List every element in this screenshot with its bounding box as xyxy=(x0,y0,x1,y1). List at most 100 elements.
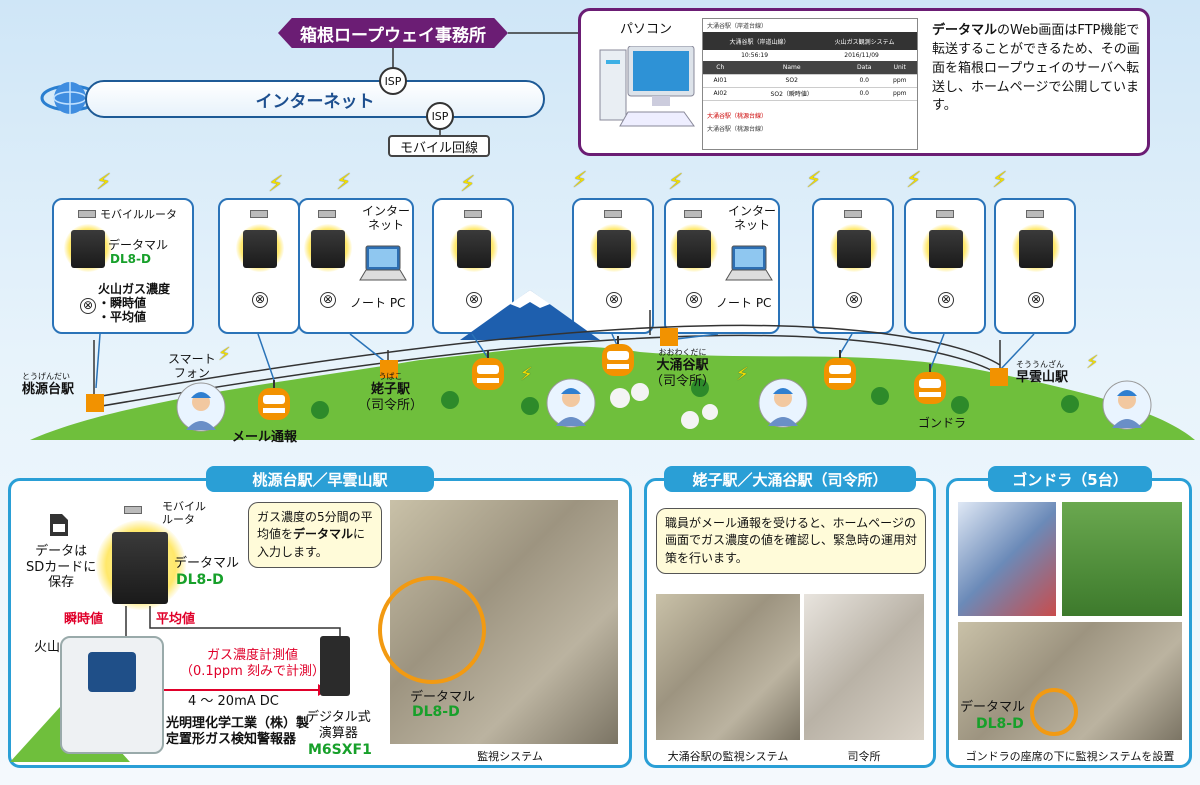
web-cell: AI02 xyxy=(703,87,738,101)
smartphone-label: スマートフォン xyxy=(168,352,216,381)
gas-sensor-icon: ⊗ xyxy=(80,298,96,314)
signal-bolt-icon: ⚡ xyxy=(218,344,231,365)
web-time: 10:56:19 xyxy=(741,52,769,59)
calculator-label: デジタル式演算器 xyxy=(306,710,371,741)
antenna-icon xyxy=(318,210,336,218)
web-col-name: Name xyxy=(737,61,846,75)
gondola-exterior-photo xyxy=(1062,502,1182,616)
signal-bolt-icon: ⚡ xyxy=(336,170,352,195)
signal-bolt-icon: ⚡ xyxy=(572,168,588,193)
photo-datamaru-label: データマル xyxy=(410,690,476,705)
mail-alert-label: メール通報 xyxy=(232,430,298,445)
signal-bolt-icon: ⚡ xyxy=(520,364,533,385)
web-title: 大涌谷駅（岸道台線） xyxy=(707,23,768,30)
notepc-label: ノート PC xyxy=(350,296,406,310)
isp-node-1: ISP xyxy=(379,67,407,95)
router-line1: モバイル xyxy=(162,500,206,513)
internet-label-line2: ネット xyxy=(734,218,771,233)
datamaru-model: DL8-D xyxy=(110,252,151,266)
sd-card-icon xyxy=(48,512,70,542)
antenna-icon xyxy=(684,210,702,218)
web-header: 大涌谷駅（岸道山線） 火山ガス観測システム xyxy=(703,32,917,50)
web-cell: SO2（瞬時値） xyxy=(737,87,846,101)
gas-instant: ・瞬時値 xyxy=(98,296,147,310)
gas-sensor-icon: ⊗ xyxy=(606,292,622,308)
signal-bolt-icon: ⚡ xyxy=(992,168,1008,193)
laptop-icon xyxy=(358,244,408,288)
photo-datamaru-model: DL8-D xyxy=(976,716,1024,732)
gondola-icon xyxy=(601,336,635,377)
gas-measurement-label: ガス濃度計測値（0.1ppm 刻みで計測） xyxy=(180,648,325,679)
digital-calculator-icon xyxy=(320,636,350,696)
gas-sensor-icon: ⊗ xyxy=(466,292,482,308)
station-marker xyxy=(380,360,398,378)
web-table-row: AI02 SO2（瞬時値） 0.0 ppm xyxy=(703,87,917,101)
gas-sensor-icon: ⊗ xyxy=(846,292,862,308)
pc-description: データマルのWeb画面はFTP機能で転送することができるため、その画面を箱根ロー… xyxy=(932,22,1144,116)
datamaru-device-icon xyxy=(1019,230,1053,268)
gondola-seat-photo xyxy=(958,502,1056,616)
web-date: 2016/11/09 xyxy=(844,52,879,59)
station-device-card: ⊗ インターネット ノート PC xyxy=(664,198,780,334)
antenna-icon xyxy=(250,210,268,218)
smartphone-label-line1: スマート xyxy=(168,352,216,366)
calculator-line2: 演算器 xyxy=(318,725,358,741)
station-device-card: ⊗ インターネット ノート PC xyxy=(298,198,414,334)
pc-icon xyxy=(598,45,698,140)
web-screen: 大涌谷駅（岸道台線） 大涌谷駅（岸道山線） 火山ガス観測システム 10:56:1… xyxy=(702,18,918,150)
sd-note-line2: SDカードに xyxy=(26,559,97,575)
antenna-icon xyxy=(464,210,482,218)
pc-description-text: のWeb画面はFTP機能で転送することができるため、その画面を箱根ロープウェイの… xyxy=(932,23,1140,114)
station-ruby: おおわくだに xyxy=(658,348,707,357)
station-name: 早雲山駅 xyxy=(1016,370,1069,385)
station-device-card: モバイルルータ データマル DL8-D ⊗ 火山ガス濃度 ・瞬時値 ・平均値 xyxy=(52,198,194,334)
gas-measurement-line2: （0.1ppm 刻みで計測） xyxy=(180,663,325,679)
sd-note-line3: 保存 xyxy=(48,575,75,591)
gas-measurement-line1: ガス濃度計測値 xyxy=(206,648,298,663)
gondola-label: ゴンドラ xyxy=(918,416,967,430)
station-device-card: ⊗ xyxy=(572,198,654,334)
antenna-icon xyxy=(604,210,622,218)
datamaru-device-icon xyxy=(71,230,105,268)
station-device-card: ⊗ xyxy=(812,198,894,334)
gondola-icon xyxy=(257,380,291,421)
datamaru-device-icon xyxy=(243,230,277,268)
isp-node-2: ISP xyxy=(426,102,454,130)
web-footer-2: 大涌谷駅（桃源台線） xyxy=(707,125,768,133)
station-togendai: とうげんだい桃源台駅 xyxy=(22,372,74,398)
average-value-label: 平均値 xyxy=(156,612,196,627)
pc-description-bold: データマル xyxy=(932,23,998,38)
mobile-line-label: モバイル回線 xyxy=(388,135,490,157)
station-ubako: うばこ姥子駅（司令所） xyxy=(358,372,423,415)
signal-bolt-icon: ⚡ xyxy=(806,168,822,193)
datamaru-label: データマル xyxy=(108,238,169,252)
web-footer-1: 大涌谷駅（桃源台線） xyxy=(707,112,768,120)
internet-label-line1: インター xyxy=(362,204,411,218)
highlight-ring xyxy=(378,576,486,684)
station-ruby: とうげんだい xyxy=(22,372,70,381)
signal-bolt-icon: ⚡ xyxy=(460,172,476,197)
datamaru-label: データマル xyxy=(174,556,240,571)
station-marker xyxy=(990,368,1008,386)
internet-label-line2: ネット xyxy=(368,218,405,233)
photo-caption: 大涌谷駅の監視システム xyxy=(667,750,789,763)
router-label: モバイルルータ xyxy=(162,500,206,526)
average-note-bold: データマル xyxy=(293,527,354,542)
web-cell: ppm xyxy=(882,87,917,101)
station-name: 大涌谷駅 xyxy=(656,358,709,373)
notepc-label: ノート PC xyxy=(716,296,772,310)
station-device-card: ⊗ xyxy=(994,198,1076,334)
signal-bolt-icon: ⚡ xyxy=(96,170,112,195)
antenna-icon xyxy=(78,210,96,218)
web-col-unit: Unit xyxy=(882,61,917,75)
station-sounzan: そううんざん早雲山駅 xyxy=(1016,360,1068,386)
web-col-ch: Ch xyxy=(703,61,738,75)
antenna-icon xyxy=(844,210,862,218)
signal-bolt-icon: ⚡ xyxy=(736,364,749,385)
average-note: ガス濃度の5分間の平均値をデータマルに入力します。 xyxy=(248,502,382,569)
gas-detector-icon xyxy=(60,636,164,754)
panel-title: ゴンドラ（5台） xyxy=(988,466,1152,492)
internet-bar: インターネット xyxy=(85,80,545,118)
datamaru-device-icon xyxy=(112,532,168,604)
